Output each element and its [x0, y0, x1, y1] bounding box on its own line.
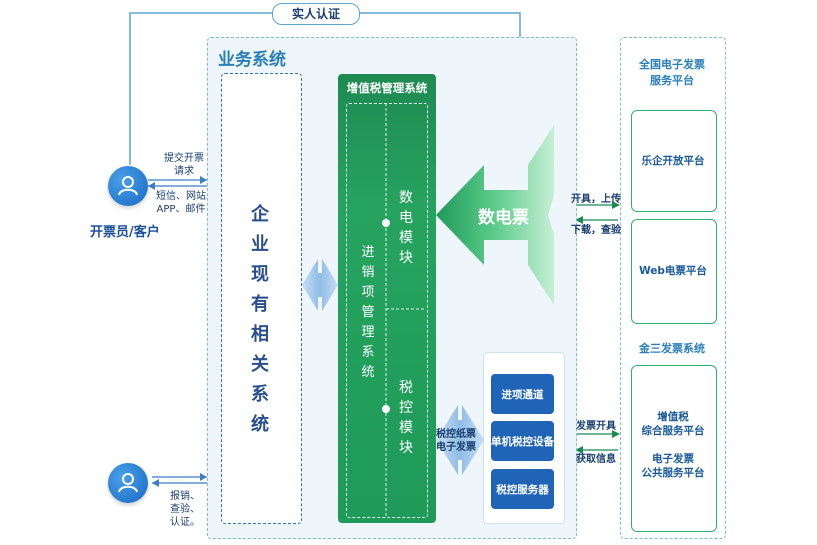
vat-device-arrow	[436, 405, 484, 475]
download-label: 下载，查验	[571, 225, 621, 236]
digital-module-label: 数电模块	[399, 190, 413, 266]
fetch-label: 获取信息	[576, 454, 616, 465]
submit-request-label: 提交开票 请求	[164, 153, 204, 177]
digital-invoice-arrow	[436, 125, 554, 305]
business-system-title: 业务系统	[218, 50, 286, 70]
enterprise-vat-arrow	[302, 259, 338, 311]
upload-label: 开具，上传	[571, 194, 621, 205]
golden-tax-services-label: 增值税 综合服务平台 电子发票 公共服务平台	[641, 411, 705, 479]
national-platform-title: 全国电子发票 服务平台	[639, 58, 705, 87]
paper-electronic-invoice-label: 税控纸票 电子发票	[436, 429, 476, 453]
tax-control-module-label: 税控模块	[399, 380, 413, 456]
vat-system-title: 增值税管理系统	[346, 81, 428, 95]
web-platform-label: Web电票平台	[639, 265, 707, 277]
digital-invoice-label: 数电票	[478, 208, 529, 228]
input-channel-device: 进项通道	[491, 374, 554, 414]
issue-label: 发票开具	[576, 421, 616, 432]
golden-tax-box	[631, 365, 717, 532]
single-tax-device: 单机税控设备	[491, 421, 554, 461]
leqi-platform-box	[631, 110, 717, 212]
reimburse-verify-label: 报销、 查验、 认证。	[170, 491, 200, 528]
user-icon	[118, 473, 138, 493]
enterprise-system-box	[221, 73, 302, 524]
tax-control-server: 税控服务器	[491, 469, 554, 509]
purchase-sales-module-label: 进销项管理系统	[361, 245, 375, 380]
notify-channels-label: 短信、网站 APP、邮件	[156, 191, 206, 215]
vat-inner-frame	[346, 103, 428, 518]
leqi-platform-label: 乐企开放平台	[641, 155, 705, 167]
invoicer-label: 开票员/客户	[90, 225, 160, 240]
enterprise-system-label: 企业现有相关系统	[251, 204, 271, 435]
invoicer-avatar	[108, 166, 148, 206]
web-platform-box	[631, 219, 717, 324]
user-icon	[118, 176, 138, 196]
vat-management-system	[338, 74, 436, 523]
golden-tax-title: 金三发票系统	[639, 342, 705, 355]
real-name-auth-label: 实人认证	[272, 3, 360, 25]
vat-module-dividers	[382, 103, 426, 516]
customer-avatar	[108, 463, 148, 503]
